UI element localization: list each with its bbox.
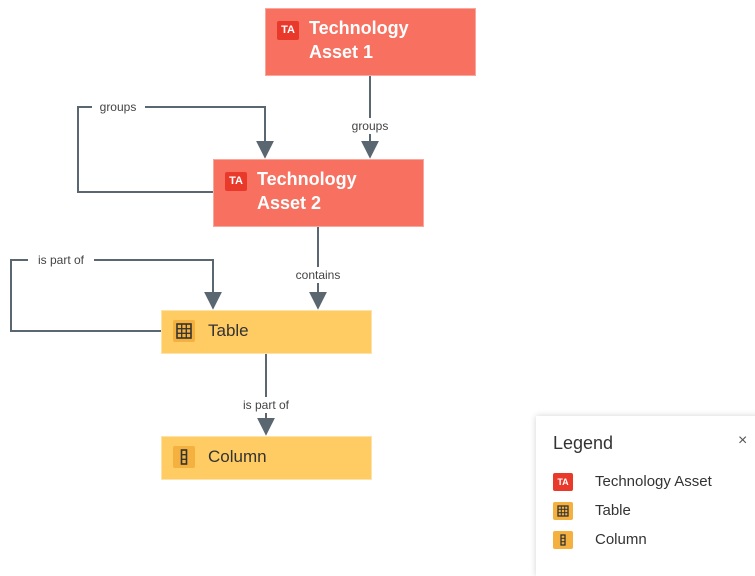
node-label: Column (208, 447, 267, 466)
node-label: Table (208, 321, 249, 340)
node-title-line1: Technology (257, 169, 357, 189)
edge-table-self[interactable] (10, 259, 222, 332)
legend-item-technology-asset: TA Technology Asset (553, 471, 753, 493)
technology-asset-icon: TA (553, 473, 573, 491)
legend-title: Legend (553, 433, 614, 453)
edge-label-contains: contains (296, 268, 341, 282)
node-title-line2: Asset 1 (309, 42, 374, 62)
node-title-line1: Technology (309, 18, 409, 38)
edge-label-is-part-of-self: is part of (38, 253, 85, 267)
edge-groups-self[interactable] (77, 106, 274, 193)
column-icon (553, 531, 573, 549)
edge-label-groups: groups (352, 119, 389, 133)
legend-panel: Legend × TA Technology Asset Table Colum… (536, 416, 755, 576)
table-icon (173, 320, 195, 342)
technology-asset-icon: TA (277, 21, 299, 40)
legend-item-column: Column (553, 529, 753, 551)
node-title: Technology Asset 1 (309, 16, 409, 64)
node-column[interactable]: Column (161, 436, 372, 480)
node-title: Technology Asset 2 (257, 167, 357, 215)
legend-item-label: Technology Asset (595, 473, 712, 490)
edge-label-groups-self: groups (100, 100, 137, 114)
close-icon[interactable]: × (738, 432, 748, 449)
node-technology-asset-2[interactable]: TA Technology Asset 2 (213, 159, 424, 227)
column-icon (173, 446, 195, 468)
node-technology-asset-1[interactable]: TA Technology Asset 1 (265, 8, 476, 76)
technology-asset-icon: TA (225, 172, 247, 191)
legend-item-table: Table (553, 500, 753, 522)
legend-item-label: Table (595, 502, 631, 519)
node-table[interactable]: Table (161, 310, 372, 354)
node-title-line2: Asset 2 (257, 193, 322, 213)
legend-item-label: Column (595, 531, 647, 548)
table-icon (553, 502, 573, 520)
edge-label-is-part-of: is part of (243, 398, 290, 412)
